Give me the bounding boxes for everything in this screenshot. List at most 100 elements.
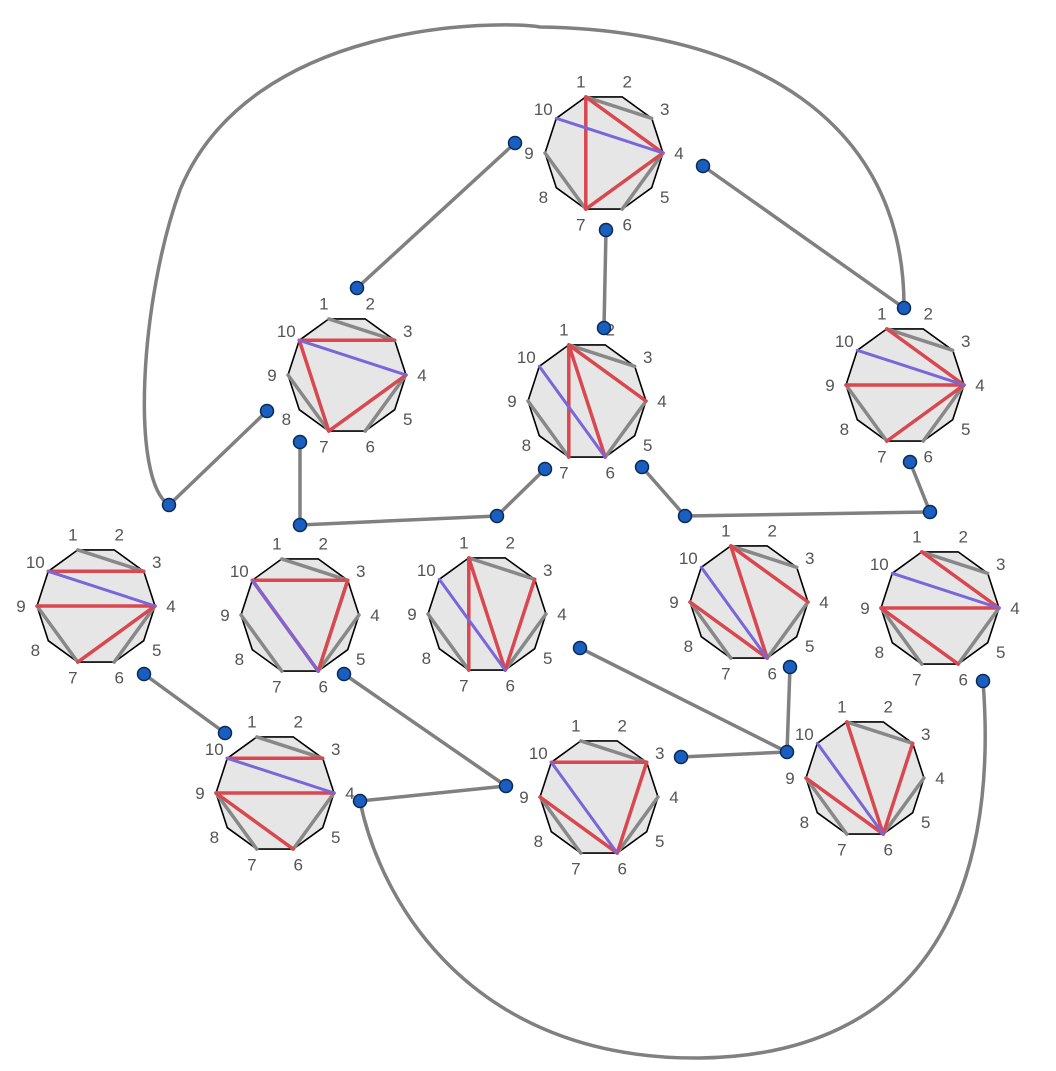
- red-diagonal: [804, 776, 885, 836]
- graph-edge: [355, 141, 517, 290]
- vertex-label: 9: [860, 599, 869, 618]
- gray-diagonal: [579, 739, 649, 765]
- vertex-label: 2: [114, 526, 123, 545]
- vertex-label: 5: [655, 832, 664, 851]
- vertex-label: 5: [961, 420, 970, 439]
- graph-edge: [602, 228, 608, 330]
- vertex-label: 10: [230, 562, 249, 581]
- gray-diagonal: [112, 604, 157, 664]
- graph-edge: [679, 750, 789, 759]
- vertex-label: 3: [152, 553, 161, 572]
- gray-diagonal: [239, 613, 284, 673]
- graph-edge: [358, 784, 508, 803]
- vertex-label: 9: [195, 784, 204, 803]
- vertex-label: 9: [825, 376, 834, 395]
- vertex-label: 5: [805, 637, 814, 656]
- blue-diagonal: [554, 116, 665, 155]
- vertex-label: 3: [805, 549, 814, 568]
- graph-node: [507, 135, 523, 151]
- vertex-label: 8: [235, 650, 244, 669]
- blue-diagonal: [225, 756, 336, 795]
- vertex-label: 2: [622, 73, 631, 92]
- graph-node: [489, 508, 505, 524]
- graph-edge-curve: [358, 680, 987, 1060]
- vertex-label: 2: [365, 295, 374, 314]
- vertex-label: 8: [875, 643, 884, 662]
- vertex-label: 9: [519, 788, 528, 807]
- vertex-label: 1: [877, 305, 886, 324]
- vertex-label: 3: [660, 100, 669, 119]
- graph-node: [336, 666, 352, 682]
- vertex-label: 9: [16, 597, 25, 616]
- gray-diagonal: [280, 557, 350, 583]
- vertex-label: 10: [679, 549, 698, 568]
- vertex-label: 6: [605, 463, 614, 482]
- red-diagonal: [503, 577, 537, 672]
- vertex-label: 9: [785, 769, 794, 788]
- graph-edge: [908, 460, 932, 514]
- graph-node: [902, 454, 918, 470]
- gray-diagonal: [845, 720, 915, 746]
- gray-diagonal: [885, 327, 955, 353]
- vertex-label: 5: [996, 643, 1005, 662]
- graph-node: [782, 659, 798, 675]
- vertex-label: 2: [318, 535, 327, 554]
- graph-node: [161, 497, 177, 513]
- vertex-label: 8: [422, 649, 431, 668]
- graph-edge: [495, 467, 547, 518]
- vertex-label: 7: [837, 840, 846, 859]
- blue-diagonal: [699, 565, 769, 660]
- vertex-label: 6: [617, 859, 626, 878]
- polygons: 1234567891012345678910123456789101234567…: [16, 73, 1019, 879]
- vertex-label: 7: [68, 668, 77, 687]
- vertex-label: 5: [660, 188, 669, 207]
- vertex-label: 2: [293, 713, 302, 732]
- vertex-label: 6: [958, 670, 967, 689]
- red-diagonal: [729, 544, 769, 660]
- red-diagonal: [881, 741, 915, 836]
- vertex-label: 1: [576, 73, 585, 92]
- graph-node: [259, 403, 275, 419]
- vertex-label: 7: [877, 447, 886, 466]
- gray-diagonal: [765, 600, 810, 660]
- vertex-label: 6: [923, 447, 932, 466]
- graph-node: [975, 673, 991, 689]
- vertex-label: 1: [721, 522, 730, 541]
- vertex-label: 4: [669, 788, 678, 807]
- vertex-label: 4: [674, 144, 683, 163]
- vertex-label: 6: [318, 677, 327, 696]
- vertex-label: 5: [643, 436, 652, 455]
- gray-diagonal: [804, 776, 849, 836]
- gray-diagonal: [255, 735, 325, 761]
- vertex-label: 9: [220, 606, 229, 625]
- graph-node: [292, 517, 308, 533]
- vertex-label: 6: [767, 664, 776, 683]
- gray-diagonal: [881, 776, 926, 836]
- vertex-label: 2: [617, 717, 626, 736]
- vertex-label: 5: [543, 649, 552, 668]
- gray-diagonal: [543, 151, 588, 211]
- red-diagonal: [567, 343, 648, 403]
- vertex-label: 1: [272, 535, 281, 554]
- vertex-label: 2: [505, 534, 514, 553]
- graph-edge: [683, 510, 932, 518]
- vertex-label: 4: [417, 366, 426, 385]
- graph-node: [292, 434, 308, 450]
- graph-node: [217, 725, 233, 741]
- red-diagonal: [584, 151, 665, 211]
- vertex-label: 4: [657, 392, 666, 411]
- vertex-label: 6: [293, 855, 302, 874]
- gray-diagonal: [620, 151, 665, 211]
- gray-diagonal: [844, 383, 889, 443]
- vertex-label: 4: [166, 597, 175, 616]
- graph-edge: [342, 672, 508, 788]
- vertex-label: 2: [767, 522, 776, 541]
- gray-diagonal: [615, 795, 660, 855]
- graph-node: [673, 749, 689, 765]
- vertex-label: 1: [459, 534, 468, 553]
- graph-edge: [785, 665, 792, 754]
- graph-edge: [167, 409, 269, 507]
